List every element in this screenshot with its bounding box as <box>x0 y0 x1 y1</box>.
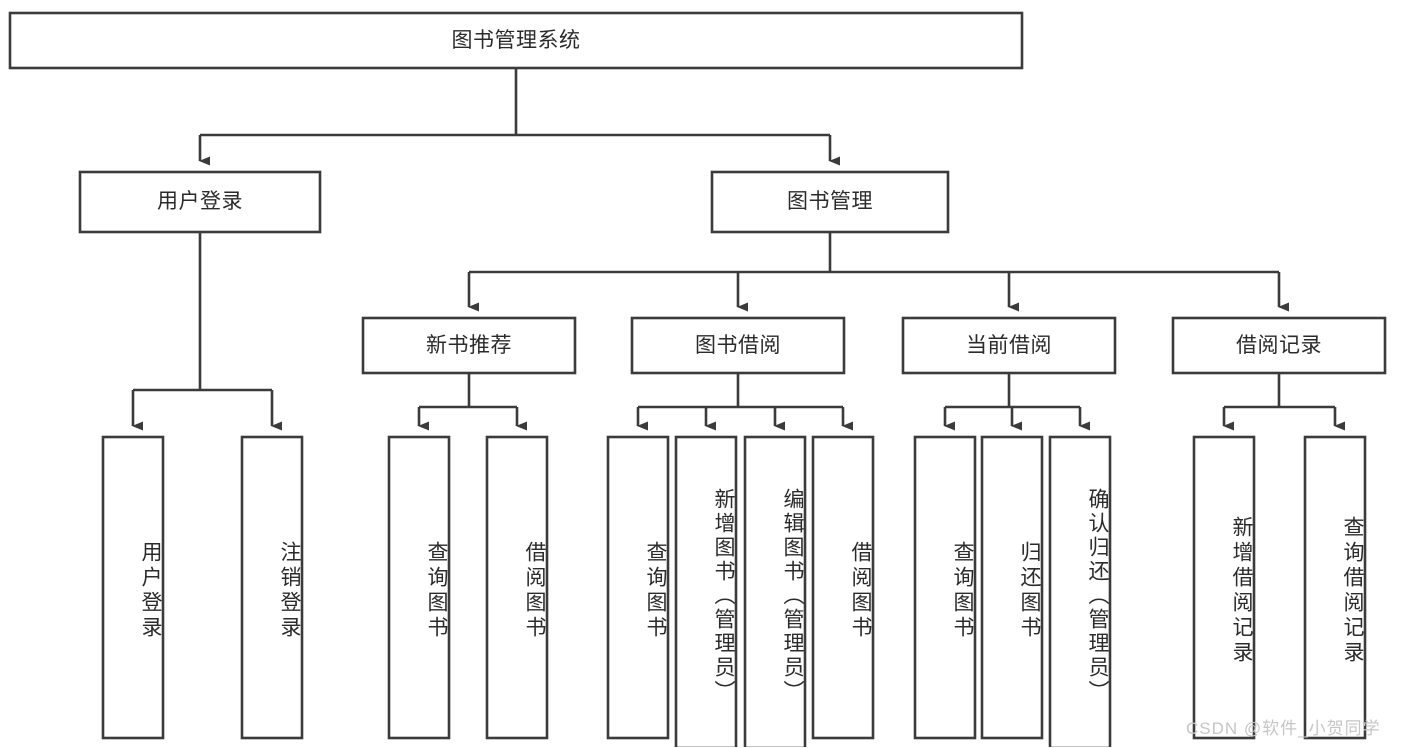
node-box-leaf-user-login[interactable] <box>101 435 165 740</box>
node-user-login[interactable] <box>80 172 320 232</box>
node-box-leaf-logout[interactable] <box>240 435 304 740</box>
node-borrow-record[interactable] <box>1173 318 1385 373</box>
node-leaf-query-book-current[interactable] <box>915 437 975 738</box>
node-box-leaf-query-book-rec[interactable] <box>387 435 451 740</box>
node-box-leaf-return-book[interactable] <box>980 435 1044 740</box>
node-box-book-management[interactable] <box>710 170 950 234</box>
node-leaf-logout[interactable] <box>242 437 302 738</box>
node-box-leaf-confirm-return-admin[interactable] <box>1048 435 1112 747</box>
watermark: CSDN @软件_小贺同学 <box>1186 719 1381 738</box>
node-new-book-recommend[interactable] <box>363 318 575 373</box>
node-leaf-edit-book-admin[interactable] <box>745 437 805 748</box>
node-leaf-borrow-book-rec[interactable] <box>487 437 547 738</box>
node-leaf-query-book-rec[interactable] <box>389 437 449 738</box>
node-leaf-add-borrow-record[interactable] <box>1194 437 1254 738</box>
node-root[interactable] <box>10 13 1022 68</box>
node-box-root[interactable] <box>8 11 1024 70</box>
node-box-book-borrow[interactable] <box>630 316 846 375</box>
box-layer <box>8 11 1387 747</box>
node-box-leaf-borrow-book[interactable] <box>811 435 875 740</box>
node-box-current-borrow[interactable] <box>901 316 1117 375</box>
node-box-user-login[interactable] <box>78 170 322 234</box>
node-box-leaf-query-borrow-record[interactable] <box>1303 435 1367 740</box>
node-box-leaf-add-book-admin[interactable] <box>674 435 738 747</box>
node-box-borrow-record[interactable] <box>1171 316 1387 375</box>
node-leaf-add-book-admin[interactable] <box>676 437 736 748</box>
node-current-borrow[interactable] <box>903 318 1115 373</box>
node-leaf-return-book[interactable] <box>982 437 1042 738</box>
connector-layer <box>131 68 1345 431</box>
node-box-leaf-query-book-current[interactable] <box>913 435 977 740</box>
node-box-leaf-edit-book-admin[interactable] <box>743 435 807 747</box>
node-leaf-borrow-book[interactable] <box>813 437 873 738</box>
node-book-management[interactable] <box>712 172 948 232</box>
node-box-leaf-borrow-book-rec[interactable] <box>485 435 549 740</box>
node-box-leaf-query-book-borrow[interactable] <box>606 435 670 740</box>
node-box-new-book-recommend[interactable] <box>361 316 577 375</box>
node-leaf-confirm-return-admin[interactable] <box>1050 437 1110 748</box>
node-box-leaf-add-borrow-record[interactable] <box>1192 435 1256 740</box>
node-book-borrow[interactable] <box>632 318 844 373</box>
node-leaf-user-login[interactable] <box>103 437 163 738</box>
node-leaf-query-book-borrow[interactable] <box>608 437 668 738</box>
node-leaf-query-borrow-record[interactable] <box>1305 437 1365 738</box>
